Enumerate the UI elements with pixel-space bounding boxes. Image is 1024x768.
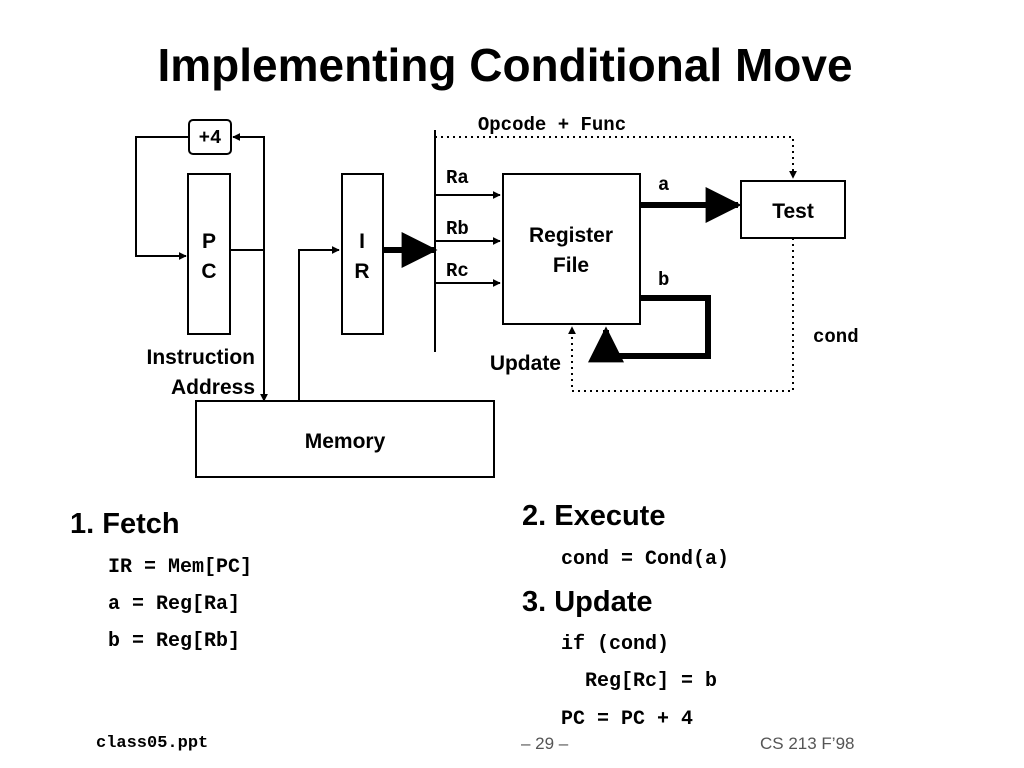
instruction-address-label-2: Address: [171, 376, 255, 399]
footer-page-number: – 29 –: [521, 734, 569, 753]
ir-label-i: I: [359, 230, 365, 253]
cond-label: cond: [813, 326, 859, 348]
instruction-address-label-1: Instruction: [147, 346, 256, 369]
memory-block: [195, 400, 495, 478]
ir-label-r: R: [354, 260, 369, 283]
fetch-line-2: a = Reg[Ra]: [108, 593, 241, 616]
footer-course: CS 213 F’98: [760, 734, 855, 753]
footer-filename: class05.ppt: [96, 734, 209, 753]
pc-label-c: C: [201, 260, 216, 283]
execute-line-1: cond = Cond(a): [561, 548, 730, 571]
opcode-func-label: Opcode + Func: [478, 114, 626, 136]
ir-register: [341, 173, 384, 335]
rc-label: Rc: [446, 260, 469, 282]
opcode-to-test-wire: [435, 136, 797, 179]
a-label: a: [658, 174, 669, 196]
pc-register: [187, 173, 231, 335]
b-label: b: [658, 269, 669, 291]
update-line-2: Reg[Rc] = b: [561, 670, 718, 693]
rb-label: Rb: [446, 218, 469, 240]
b-loop-wire: [588, 295, 711, 363]
plus4-to-pc-wire: [135, 136, 189, 260]
update-label: Update: [490, 352, 561, 375]
execute-heading: 2. Execute: [522, 500, 666, 532]
update-heading: 3. Update: [522, 586, 653, 618]
test-label: Test: [772, 200, 814, 223]
slide-title: Implementing Conditional Move: [157, 39, 853, 91]
test-box: [740, 180, 846, 239]
pc-label-p: P: [202, 230, 216, 253]
update-line-1: if (cond): [561, 633, 670, 656]
fetch-line-3: b = Reg[Rb]: [108, 630, 241, 653]
update-line-3: PC = PC + 4: [561, 708, 694, 731]
datapath-diagram: +4 P C Instruction Address Memory I R Op…: [135, 114, 859, 478]
memory-label: Memory: [305, 430, 386, 453]
register-file: [502, 173, 641, 325]
memory-to-ir-wire: [298, 246, 340, 401]
register-file-label-1: Register: [529, 224, 613, 247]
pc-to-plus4-wire: [232, 133, 265, 250]
register-file-label-2: File: [553, 254, 589, 277]
fetch-line-1: IR = Mem[PC]: [108, 556, 253, 579]
ra-label: Ra: [446, 167, 469, 189]
plus4-label: +4: [199, 127, 222, 149]
fetch-heading: 1. Fetch: [70, 508, 180, 540]
